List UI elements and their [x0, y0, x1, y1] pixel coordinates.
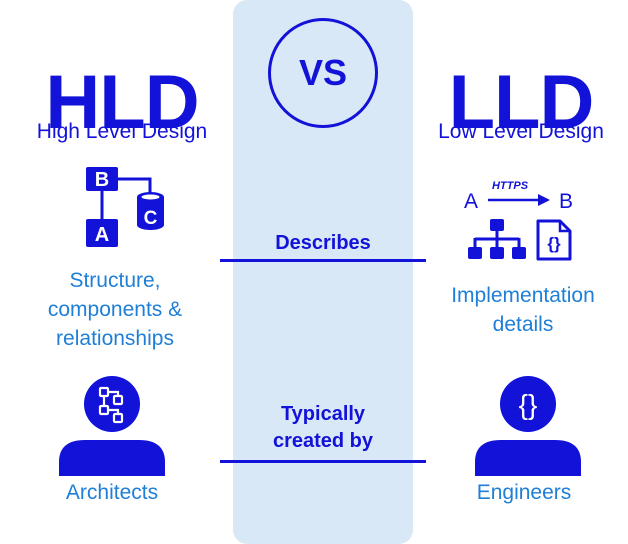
arrow-from-label: A: [464, 190, 478, 213]
box-a: [86, 219, 118, 247]
implementation-diagram-icon: A HTTPS B {}: [464, 180, 573, 261]
letter-c: C: [144, 208, 158, 229]
lld-describes-line: details: [492, 313, 554, 336]
arrow-head-icon: [538, 194, 550, 206]
lld-describes: Implementation details: [418, 281, 628, 339]
arrow-to-label: B: [559, 190, 573, 213]
hld-describes-line: components &: [47, 298, 183, 321]
code-file-icon: {}: [536, 219, 572, 261]
lld-title: LLD: [448, 60, 595, 145]
engineer-braces-label: {}: [519, 389, 538, 420]
lld-describes-line: Implementation: [451, 284, 595, 307]
describes-divider: [220, 259, 426, 262]
vs-label: VS: [298, 52, 348, 93]
hld-describes: Structure, components & relationships: [15, 266, 215, 353]
architecture-diagram-icon: B A C: [86, 167, 164, 247]
flowchart-icon: [98, 386, 124, 424]
hld-title: HLD: [45, 60, 199, 145]
created-by-divider: [220, 460, 426, 463]
lld-subtitle: Low Level Design: [438, 120, 604, 143]
hld-subtitle: High Level Design: [36, 120, 208, 143]
created-by-line: Typically: [280, 403, 366, 425]
created-by-label: Typically created by: [233, 401, 413, 455]
hld-describes-line: relationships: [56, 327, 174, 350]
describes-label: Describes: [275, 232, 371, 254]
letter-b: B: [95, 169, 109, 191]
created-by-line: created by: [272, 430, 374, 452]
engineer-person-icon: {}: [475, 373, 581, 476]
protocol-label: HTTPS: [492, 180, 529, 192]
lld-creator: Engineers: [476, 481, 572, 504]
letter-a: A: [95, 224, 109, 246]
hld-describes-line: Structure,: [69, 269, 161, 292]
braces-label: {}: [547, 234, 561, 253]
hierarchy-icon: [468, 219, 526, 259]
vs-badge: VS: [268, 18, 378, 128]
database-icon: C: [137, 192, 164, 230]
hld-creator: Architects: [65, 481, 159, 504]
architect-person-icon: [59, 373, 165, 476]
box-b: [86, 167, 118, 191]
